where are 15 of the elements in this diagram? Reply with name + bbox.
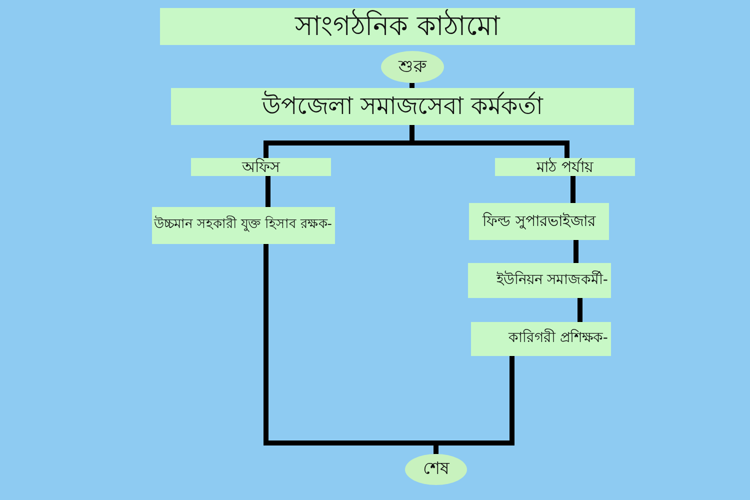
position-box: অফিস (191, 158, 331, 176)
connector-line (574, 240, 578, 263)
position-box: ফিল্ড সুপারভাইজার (469, 203, 609, 240)
position-box: ইউনিয়ন সমাজকর্মী- (468, 263, 611, 298)
position-box: কারিগরী প্রশিক্ষক- (471, 322, 611, 356)
title-banner: সাংগঠনিক কাঠামো (160, 8, 635, 45)
position-box: উপজেলা সমাজসেবা কর্মকর্তা (171, 88, 634, 125)
connector-line (266, 176, 270, 207)
position-box: উচ্চমান সহকারী যুক্ত হিসাব রক্ষক- (152, 207, 335, 244)
position-box: মাঠ পর্যায় (495, 158, 635, 176)
terminal-oval: শুরু (381, 51, 444, 83)
connector-line (570, 176, 576, 203)
connector-line (578, 298, 582, 322)
terminal-oval: শেষ (405, 454, 467, 485)
connector-line (410, 83, 414, 88)
